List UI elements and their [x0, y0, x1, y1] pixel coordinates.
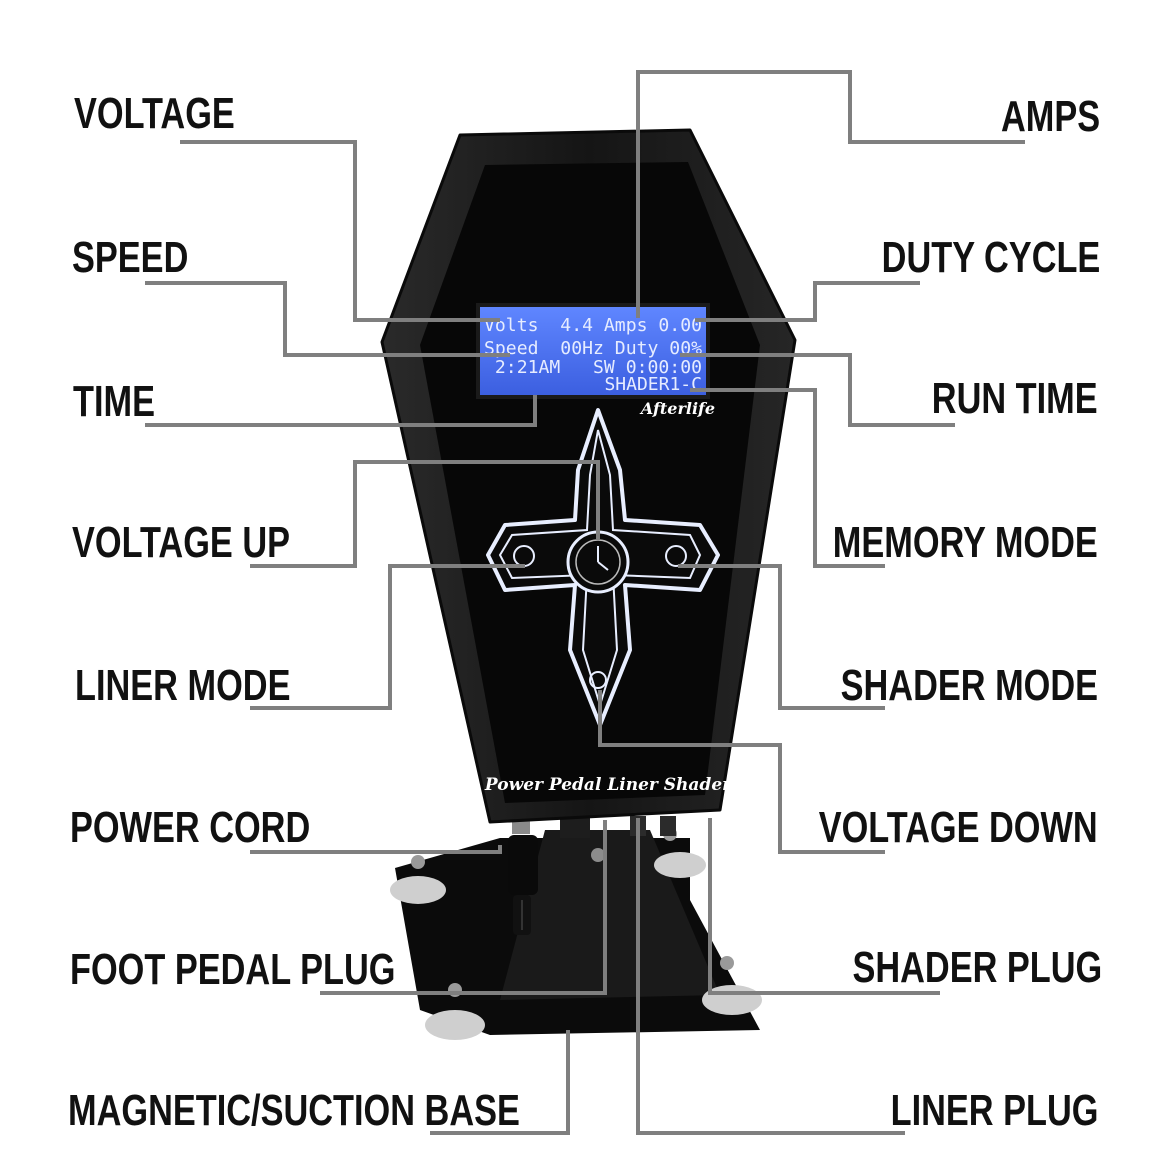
label-liner-mode: LINER MODE — [75, 661, 291, 710]
label-power-cord: POWER CORD — [70, 803, 311, 852]
label-time: TIME — [73, 377, 155, 426]
lcd-line-3: 2:21AM SW 0:00:00 — [484, 357, 702, 378]
brand-logo: Afterlife — [639, 399, 715, 418]
label-shader-plug: SHADER PLUG — [852, 943, 1102, 992]
label-speed: SPEED — [72, 233, 189, 282]
suction-cup-icon — [425, 1010, 485, 1040]
label-duty-cycle: DUTY CYCLE — [881, 233, 1100, 282]
liner-plug-icon — [660, 816, 676, 836]
voltage-down-button-icon — [589, 671, 607, 689]
label-voltage: VOLTAGE — [74, 89, 235, 138]
lcd-display: Volts 4.4 Amps 0.00 Speed 00Hz Duty 00% … — [476, 303, 710, 399]
label-amps: AMPS — [1000, 92, 1100, 141]
model-name: Power Pedal Liner Shader — [484, 775, 732, 795]
suction-cup-icon — [654, 852, 706, 878]
shader-mode-button-icon — [665, 545, 687, 567]
label-memory-mode: MEMORY MODE — [832, 518, 1098, 567]
label-voltage-down: VOLTAGE DOWN — [819, 803, 1098, 852]
label-magnetic-suction-base: MAGNETIC/SUCTION BASE — [68, 1086, 520, 1135]
label-foot-pedal-plug: FOOT PEDAL PLUG — [70, 945, 396, 994]
lcd-line-4: SHADER1-C — [604, 374, 702, 395]
suction-base — [390, 827, 762, 1040]
suction-cup-icon — [390, 876, 446, 904]
power-cord — [508, 835, 538, 935]
label-liner-plug: LINER PLUG — [890, 1086, 1098, 1135]
lcd-line-1: Volts 4.4 Amps 0.00 — [484, 315, 702, 336]
label-run-time: RUN TIME — [932, 374, 1098, 423]
lcd-line-2: Speed 00Hz Duty 00% — [484, 338, 702, 359]
label-voltage-up: VOLTAGE UP — [72, 518, 291, 567]
label-shader-mode: SHADER MODE — [840, 661, 1098, 710]
leader-lines — [145, 70, 1025, 1135]
foot-pedal-plug-icon — [560, 818, 590, 838]
